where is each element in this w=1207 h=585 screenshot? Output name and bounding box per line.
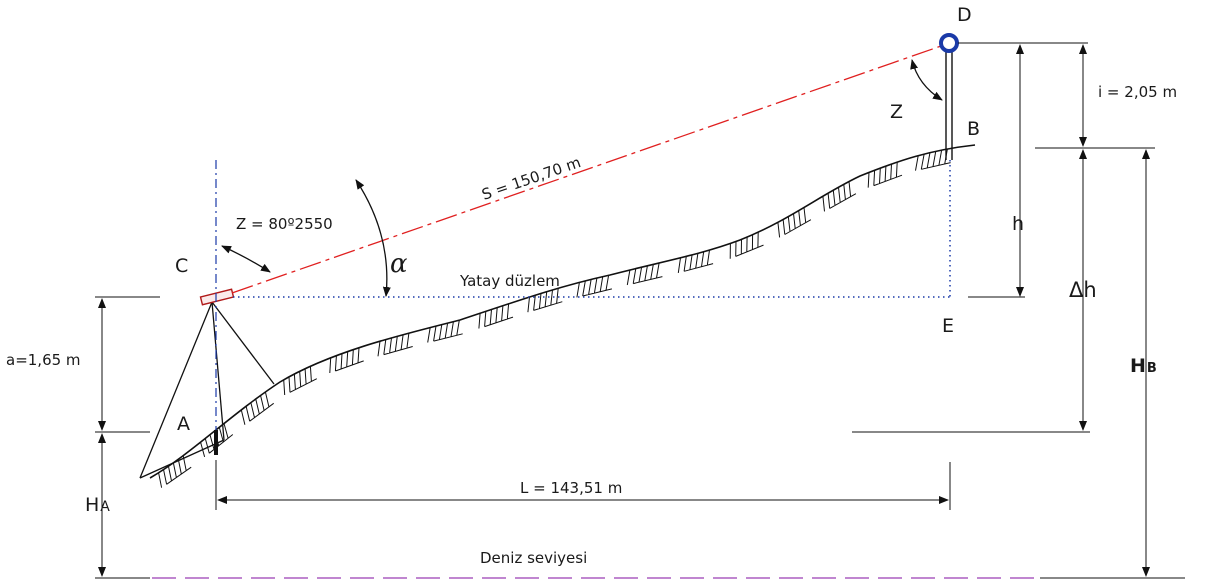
label-e: E [942, 315, 954, 337]
target-rod [939, 33, 959, 160]
ground-hatching [158, 148, 951, 488]
label-a: A [177, 413, 190, 435]
label-alpha: α [390, 249, 408, 279]
label-b: B [967, 118, 980, 140]
label-ha: HA [85, 494, 110, 516]
label-delta-h: Δh [1069, 278, 1097, 302]
label-horizontal-distance: L = 143,51 m [520, 479, 622, 497]
zenith-arc-d [910, 59, 943, 101]
label-z-d: Z [890, 101, 903, 123]
label-slope-distance: S = 150,70 m [479, 153, 583, 204]
label-a-height: a=1,65 m [6, 351, 81, 369]
sight-line [231, 44, 945, 294]
label-h: h [1012, 213, 1024, 235]
label-zenith-value: Z = 80º2550 [236, 215, 333, 233]
ground-profile [149, 144, 976, 488]
label-c: C [175, 255, 188, 277]
alpha-arc [355, 179, 391, 297]
target-icon [939, 33, 959, 53]
label-horizontal-plane: Yatay düzlem [459, 272, 560, 290]
tripod-instrument [139, 288, 275, 479]
label-sea-level: Deniz seviyesi [480, 549, 587, 567]
instrument-head [199, 288, 235, 306]
label-i: i = 2,05 m [1098, 83, 1177, 101]
label-hb: HB [1130, 355, 1157, 377]
zenith-arc-c [221, 245, 271, 273]
label-d: D [957, 4, 972, 26]
